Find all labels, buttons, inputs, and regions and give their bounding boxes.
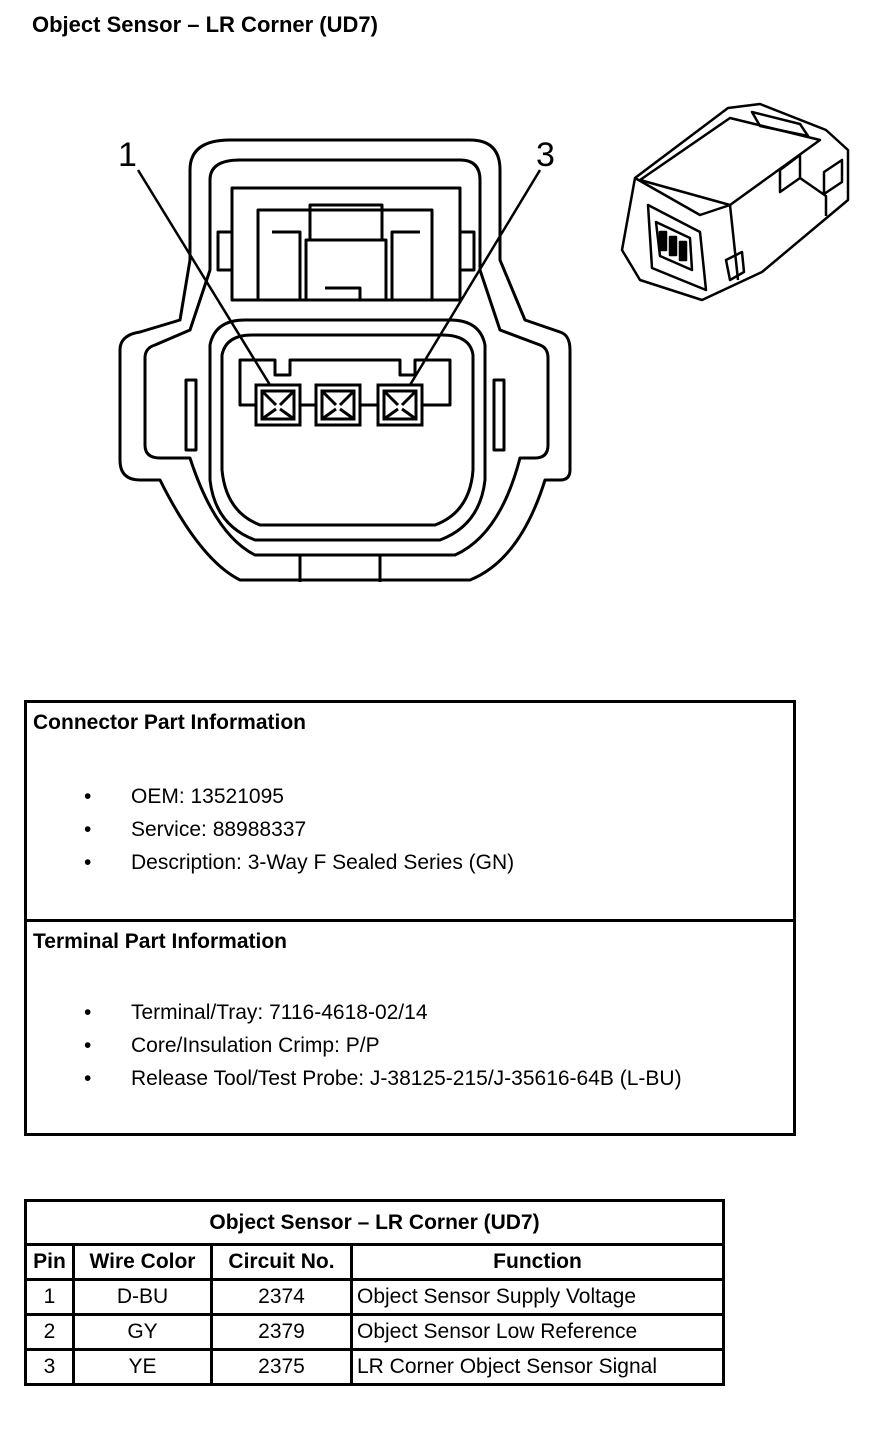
- connector-diagram: 1 3: [118, 102, 850, 582]
- pin-table: Object Sensor – LR Corner (UD7) Pin Wire…: [24, 1199, 725, 1386]
- part-info-box: Connector Part Information •OEM: 1352109…: [24, 700, 796, 1136]
- connector-inner-housing: [143, 158, 550, 557]
- connector-info-list: •OEM: 13521095 •Service: 88988337 •Descr…: [27, 785, 514, 884]
- page-title: Object Sensor – LR Corner (UD7): [32, 12, 378, 37]
- cell-pin: 3: [24, 1348, 75, 1386]
- cell-function: LR Corner Object Sensor Signal: [350, 1348, 725, 1386]
- table-title: Object Sensor – LR Corner (UD7): [24, 1199, 725, 1246]
- cell-pin: 2: [24, 1313, 75, 1351]
- table-row: 1 D-BU 2374 Object Sensor Supply Voltage: [24, 1278, 725, 1316]
- callout-label-1: 1: [118, 136, 137, 174]
- cell-pin: 1: [24, 1278, 75, 1316]
- connector-3d-view: [620, 102, 850, 302]
- bullet-icon: •: [84, 818, 92, 841]
- bullet-icon: •: [84, 1067, 92, 1090]
- list-item: •Service: 88988337: [84, 818, 307, 841]
- cell-wire-color: GY: [72, 1313, 213, 1351]
- callout-label-3: 3: [536, 136, 555, 174]
- callout-leader-1: [136, 169, 272, 386]
- table-title-row: Object Sensor – LR Corner (UD7): [24, 1199, 725, 1246]
- column-header-function: Function: [350, 1243, 725, 1281]
- list-item: •Release Tool/Test Probe: J-38125-215/J-…: [84, 1067, 682, 1090]
- column-header-pin: Pin: [24, 1243, 75, 1281]
- table-row: 2 GY 2379 Object Sensor Low Reference: [24, 1313, 725, 1351]
- connector-outer-housing: [118, 138, 572, 582]
- connector-part-info: Connector Part Information •OEM: 1352109…: [27, 703, 793, 922]
- list-item: •Terminal/Tray: 7116-4618-02/14: [84, 1001, 428, 1024]
- table-header-row: Pin Wire Color Circuit No. Function: [24, 1243, 725, 1281]
- callout-leader-3: [408, 169, 542, 386]
- bullet-icon: •: [84, 1001, 92, 1024]
- connector-face: [208, 318, 487, 542]
- cell-circuit-no: 2379: [210, 1313, 353, 1351]
- bullet-icon: •: [84, 785, 92, 808]
- terminal-info-list: •Terminal/Tray: 7116-4618-02/14 •Core/In…: [27, 1001, 682, 1100]
- bullet-icon: •: [84, 851, 92, 874]
- connector-info-title: Connector Part Information: [33, 711, 307, 734]
- cell-circuit-no: 2374: [210, 1278, 353, 1316]
- list-item: •OEM: 13521095: [84, 785, 284, 808]
- cell-wire-color: D-BU: [72, 1278, 213, 1316]
- terminal-part-info: Terminal Part Information •Terminal/Tray…: [27, 922, 793, 1133]
- cell-wire-color: YE: [72, 1348, 213, 1386]
- cell-function: Object Sensor Supply Voltage: [350, 1278, 725, 1316]
- list-item: •Core/Insulation Crimp: P/P: [84, 1034, 380, 1057]
- column-header-wire-color: Wire Color: [72, 1243, 213, 1281]
- cell-circuit-no: 2375: [210, 1348, 353, 1386]
- table-row: 3 YE 2375 LR Corner Object Sensor Signal: [24, 1348, 725, 1386]
- terminal-info-title: Terminal Part Information: [33, 930, 287, 953]
- list-item: •Description: 3-Way F Sealed Series (GN): [84, 851, 515, 874]
- column-header-circuit-no: Circuit No.: [210, 1243, 353, 1281]
- cell-function: Object Sensor Low Reference: [350, 1313, 725, 1351]
- bullet-icon: •: [84, 1034, 92, 1057]
- terminal-cavities: [254, 383, 424, 427]
